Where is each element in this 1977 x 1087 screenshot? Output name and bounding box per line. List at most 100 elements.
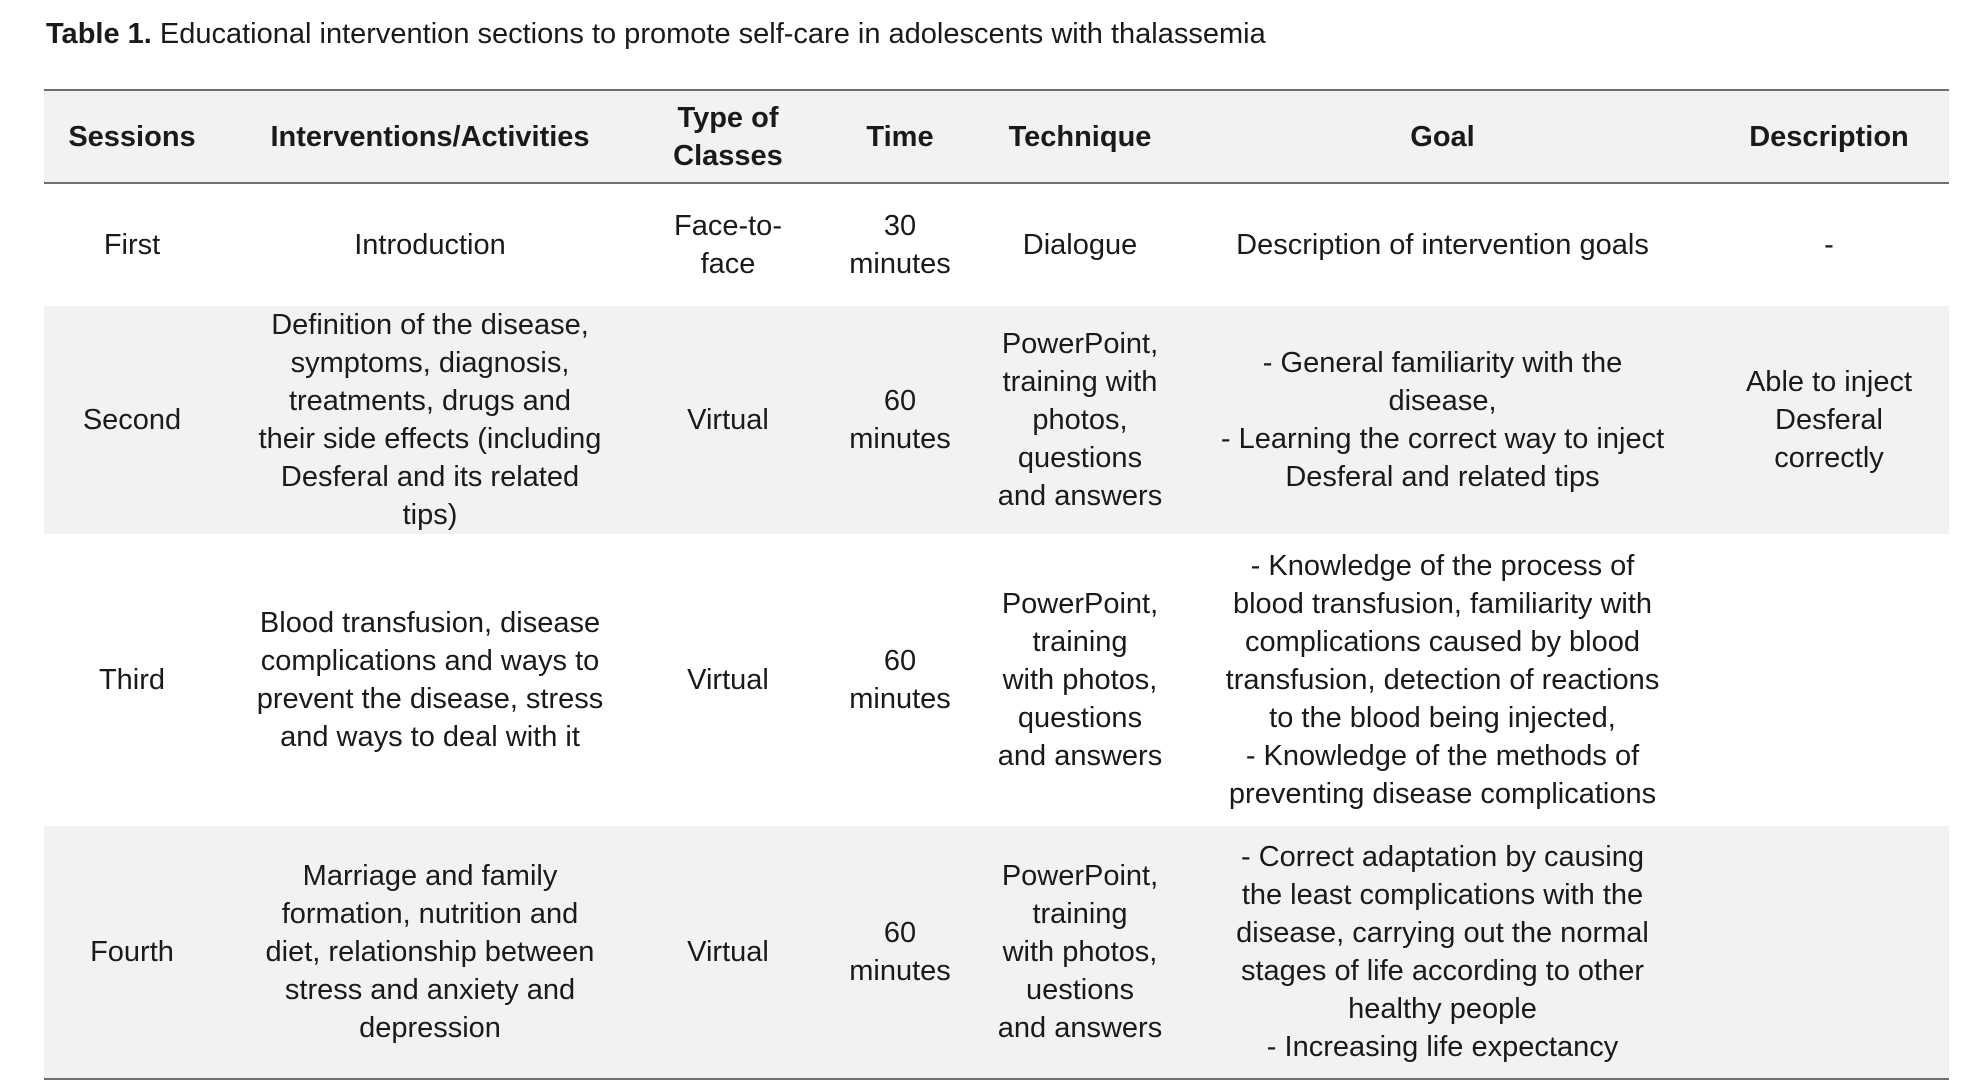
cell-type-of-class-line: Virtual: [687, 664, 769, 696]
cell-intervention: Definition of the disease, symptoms, diag…: [220, 306, 640, 534]
cell-time: 60 minutes: [816, 534, 984, 826]
cell-intervention-line: their side effects (including: [258, 423, 602, 455]
cell-technique-line: PowerPoint,: [1001, 328, 1159, 360]
cell-technique-line: uestions: [1025, 974, 1134, 1006]
cell-time-line: 30: [883, 210, 917, 242]
cell-description-line: -: [1824, 229, 1834, 261]
cell-description-line: correctly: [1774, 442, 1884, 474]
cell-intervention-line: and ways to deal with it: [280, 721, 580, 753]
header-type-of-classes-line: Classes: [673, 139, 783, 172]
cell-goal-line: blood transfusion, familiarity with: [1232, 588, 1653, 620]
cell-description: [1709, 826, 1949, 1079]
cell-description: [1709, 534, 1949, 826]
cell-goal-line: complications caused by blood: [1245, 626, 1640, 658]
cell-goal-line: Description of intervention goals: [1236, 229, 1649, 261]
cell-intervention-line: treatments, drugs and: [288, 385, 572, 417]
cell-technique-line: questions: [1017, 702, 1143, 734]
cell-goal: - Knowledge of the process of blood trans…: [1176, 534, 1709, 826]
cell-intervention-line: diet, relationship between: [265, 936, 595, 968]
header-interventions: Interventions/Activities: [270, 120, 590, 153]
cell-type-of-class: Virtual: [640, 306, 816, 534]
cell-intervention-line: Introduction: [354, 229, 506, 261]
cell-goal-line: transfusion, detection of reactions: [1225, 664, 1660, 696]
cell-goal-line: - Knowledge of the process of: [1250, 550, 1635, 582]
cell-technique-line: training with: [1002, 366, 1158, 398]
cell-time: 60 minutes: [816, 306, 984, 534]
header-goal: Goal: [1410, 120, 1475, 153]
cell-technique-line: training: [1032, 626, 1128, 658]
header-description: Description: [1749, 120, 1909, 153]
cell-description-line: Desferal: [1775, 404, 1883, 436]
cell-intervention-line: formation, nutrition and: [281, 898, 579, 930]
cell-goal-line: preventing disease complications: [1228, 778, 1657, 810]
cell-intervention-line: depression: [359, 1012, 501, 1044]
cell-technique-line: and answers: [997, 740, 1163, 772]
cell-technique-line: questions: [1017, 442, 1143, 474]
cell-type-of-class: Virtual: [640, 534, 816, 826]
cell-goal-line: - Increasing life expectancy: [1266, 1031, 1619, 1063]
header-sessions: Sessions: [68, 120, 196, 153]
cell-technique-line: PowerPoint,: [1001, 860, 1159, 892]
cell-time-line: minutes: [849, 248, 951, 280]
cell-goal-line: healthy people: [1348, 993, 1537, 1025]
header-time: Time: [866, 120, 934, 153]
cell-technique-line: Dialogue: [1022, 229, 1138, 261]
cell-time-line: minutes: [849, 683, 951, 715]
cell-goal-line: stages of life according to other: [1240, 955, 1644, 987]
cell-description: -: [1709, 183, 1949, 306]
cell-time-line: 60: [883, 645, 917, 677]
table-row: First Introduction Face-to-face 30 minutes Di…: [44, 183, 1949, 306]
cell-goal-line: disease,: [1388, 385, 1497, 417]
table-body: First Introduction Face-to-face 30 minutes Di…: [44, 183, 1949, 1079]
cell-technique-line: with photos,: [1002, 936, 1158, 968]
cell-goal-line: Desferal and related tips: [1285, 461, 1600, 493]
cell-intervention-line: tips): [402, 499, 458, 531]
cell-time-line: 60: [883, 385, 917, 417]
cell-technique: PowerPoint, training with photos, uestions a…: [984, 826, 1176, 1079]
cell-technique-line: with photos,: [1002, 664, 1158, 696]
cell-technique-line: photos,: [1032, 404, 1128, 436]
cell-type-of-class-line: Face-to-: [674, 210, 782, 242]
cell-time-line: minutes: [849, 423, 951, 455]
cell-type-of-class: Virtual: [640, 826, 816, 1079]
cell-goal-line: - Correct adaptation by causing: [1241, 841, 1644, 873]
cell-time: 60 minutes: [816, 826, 984, 1079]
header-type-of-classes-line: Type of: [677, 101, 779, 134]
table-caption-label: Table 1.: [46, 18, 152, 50]
cell-time-line: 60: [883, 917, 917, 949]
cell-intervention-line: stress and anxiety and: [284, 974, 576, 1006]
table-caption-text: Educational intervention sections to pro…: [151, 18, 1266, 50]
cell-type-of-class-line: Virtual: [687, 936, 769, 968]
cell-intervention-line: symptoms, diagnosis,: [290, 347, 570, 379]
cell-intervention-line: Definition of the disease,: [271, 309, 589, 341]
cell-technique: PowerPoint, training with photos, questions…: [984, 306, 1176, 534]
header-technique: Technique: [1008, 120, 1152, 153]
table-header-row: Sessions Interventions/Activities Type o…: [44, 90, 1949, 183]
header-type-of-classes: Type of Classes: [640, 90, 816, 183]
cell-goal-line: - Learning the correct way to inject: [1220, 423, 1665, 455]
cell-goal: Description of intervention goals: [1176, 183, 1709, 306]
cell-intervention: Introduction: [220, 183, 640, 306]
cell-technique-line: and answers: [997, 480, 1163, 512]
interventions-table: Sessions Interventions/Activities Type o…: [44, 89, 1949, 1080]
cell-goal-line: - Knowledge of the methods of: [1245, 740, 1640, 772]
cell-session: Third: [98, 664, 166, 696]
cell-technique-line: training: [1032, 898, 1128, 930]
cell-technique-line: and answers: [997, 1012, 1163, 1044]
cell-goal-line: disease, carrying out the normal: [1236, 917, 1649, 949]
cell-intervention-line: prevent the disease, stress: [256, 683, 604, 715]
cell-time-line: minutes: [849, 955, 951, 987]
cell-session: First: [103, 229, 161, 261]
cell-session: Fourth: [90, 936, 174, 968]
cell-type-of-class: Face-to-face: [640, 183, 816, 306]
cell-intervention-line: complications and ways to: [260, 645, 600, 677]
table-caption: Table 1. Educational intervention sectio…: [46, 14, 1266, 54]
